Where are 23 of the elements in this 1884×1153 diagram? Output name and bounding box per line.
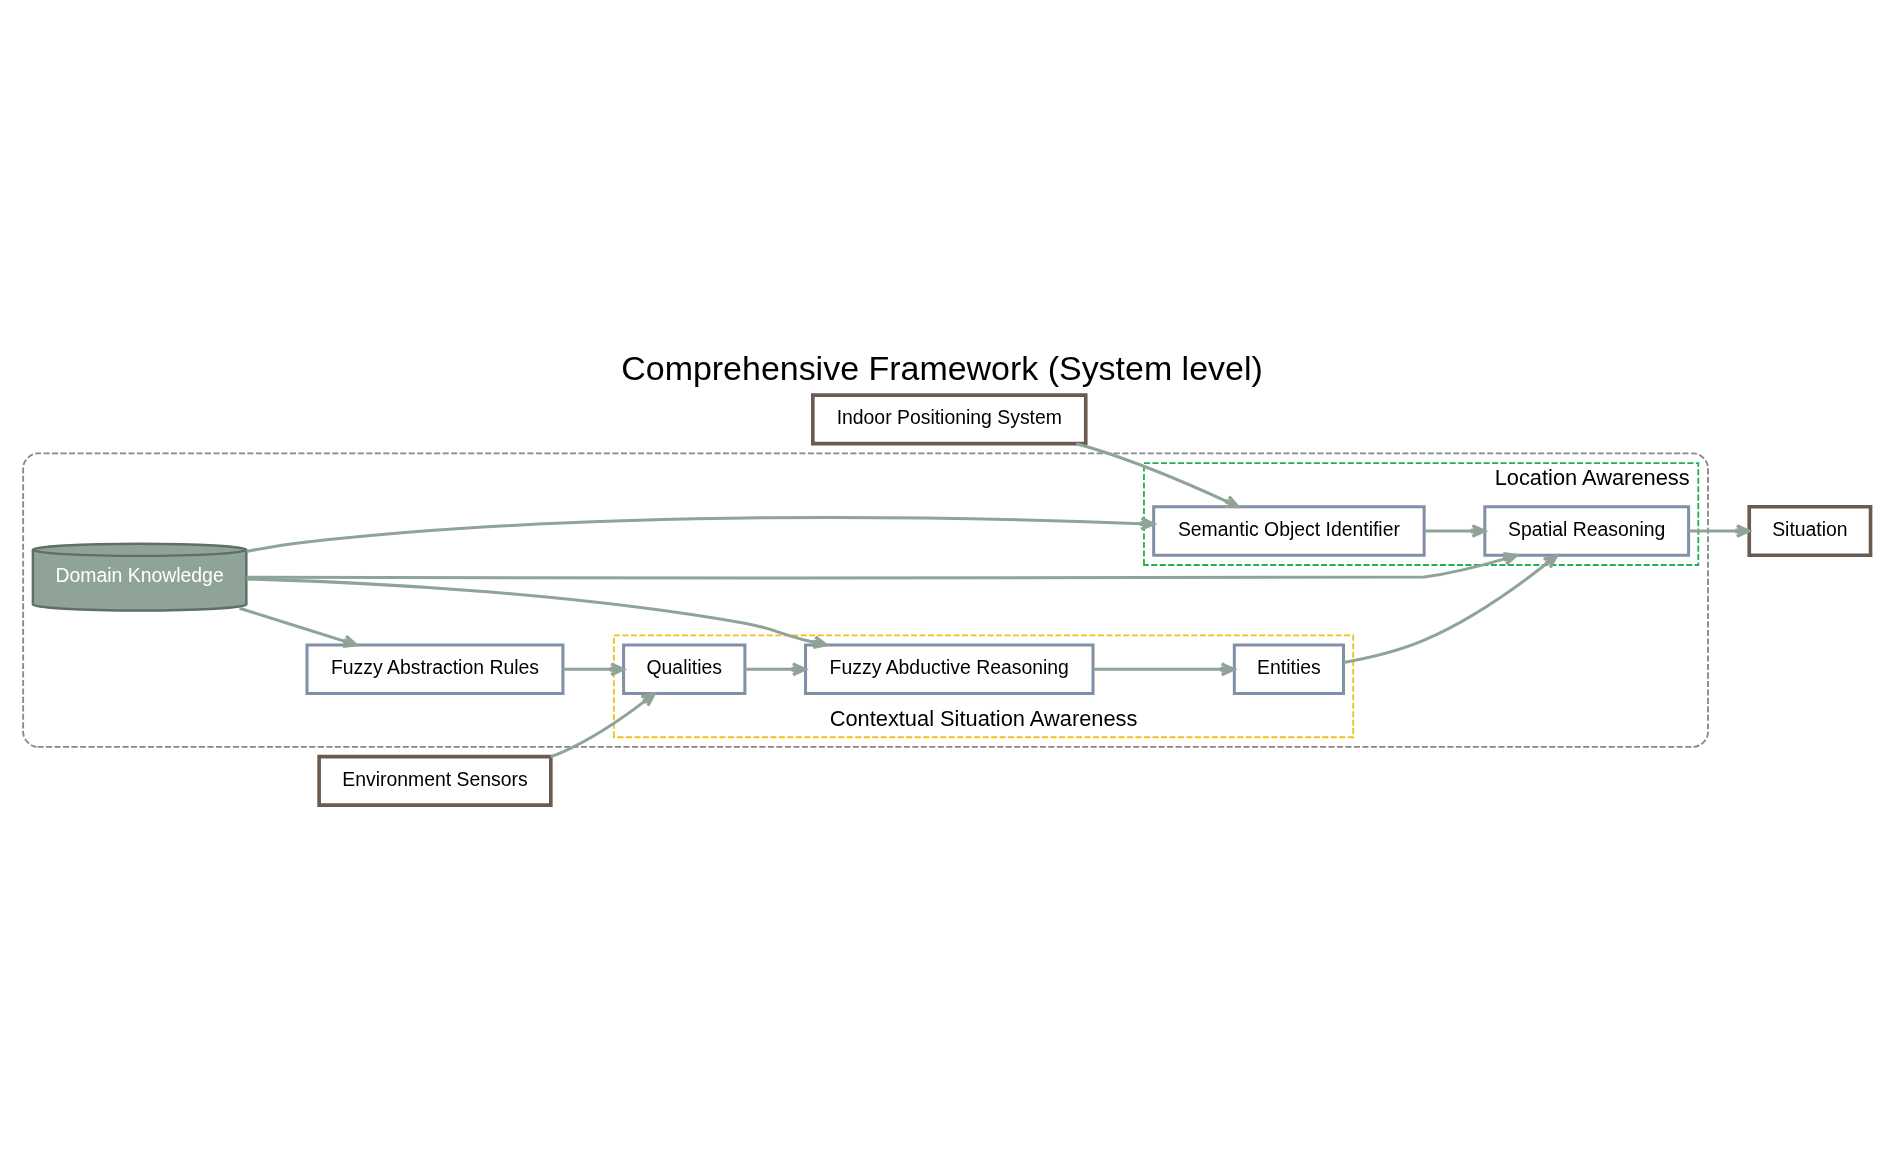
arrow [1075,442,1240,509]
node-box: Environment Sensors [317,754,553,807]
arrow [246,515,1156,553]
node-box: Fuzzy Abstraction Rules [305,643,565,696]
arrow [563,662,625,677]
node-box: Indoor Positioning System [811,393,1088,446]
arrow [1093,662,1236,677]
node-box: Semantic Object Identifier [1152,505,1426,557]
arrow [1343,554,1559,664]
node-box: Spatial Reasoning [1483,505,1691,557]
node-box: Situation [1747,504,1873,558]
arrow [246,552,1519,580]
arrow [550,692,656,759]
diagram-title: Comprehensive Framework (System level) [621,348,1263,387]
node-box: Fuzzy Abductive Reasoning [804,643,1095,696]
arrow [745,662,807,677]
arrow [1424,524,1487,538]
arrow [246,577,828,650]
node-box: Entities [1232,643,1345,696]
cluster [22,452,1709,748]
arrow [239,606,358,648]
node-box: Qualities [622,643,747,696]
arrow [1688,524,1751,538]
